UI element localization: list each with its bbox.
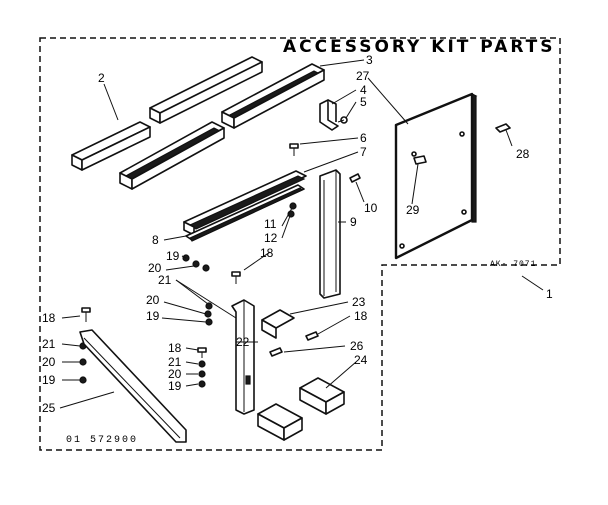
callout-26: 26 bbox=[350, 339, 364, 353]
callout-19-lower: 19 bbox=[168, 379, 182, 393]
callout-18-right: 18 bbox=[354, 309, 368, 323]
kit-boundary bbox=[39, 37, 561, 451]
callout-27: 27 bbox=[356, 69, 370, 83]
callout-labels: 1 2 3 27 4 5 6 7 28 29 10 9 11 12 8 18 1… bbox=[42, 53, 553, 415]
callout-19-top: 19 bbox=[166, 249, 180, 263]
callout-20-mid: 20 bbox=[146, 293, 160, 307]
callout-20-lower: 20 bbox=[168, 367, 182, 381]
callout-5: 5 bbox=[360, 95, 367, 109]
part-8-channel bbox=[185, 184, 305, 242]
callout-21-left: 21 bbox=[42, 337, 56, 351]
part-18-screw-right bbox=[305, 331, 319, 341]
callout-1: 1 bbox=[546, 287, 553, 301]
callout-20-top: 20 bbox=[148, 261, 162, 275]
callout-23: 23 bbox=[352, 295, 366, 309]
callout-11: 11 bbox=[264, 217, 277, 231]
callout-28: 28 bbox=[516, 147, 530, 161]
part-24-bracket bbox=[299, 377, 345, 415]
part-2-channel bbox=[71, 121, 151, 171]
callout-18-top: 18 bbox=[260, 246, 274, 260]
callout-18-left: 18 bbox=[42, 311, 56, 325]
callout-24: 24 bbox=[354, 353, 368, 367]
callout-8: 8 bbox=[152, 233, 159, 247]
diagram-title: ACCESSORY KIT PARTS bbox=[283, 37, 556, 57]
part-25-brace bbox=[79, 329, 187, 443]
part-6-screw bbox=[289, 143, 299, 156]
part-4-bracket bbox=[319, 99, 339, 131]
part-24-bracket bbox=[257, 403, 303, 441]
hardware-stack-mid bbox=[198, 360, 206, 388]
part-7-channel bbox=[183, 170, 307, 236]
callout-21-mid: 21 bbox=[168, 355, 182, 369]
part-18-screw-mid bbox=[197, 347, 207, 358]
callout-25: 25 bbox=[42, 401, 56, 415]
callout-4: 4 bbox=[360, 83, 367, 97]
callout-22: 22 bbox=[236, 335, 250, 349]
callout-12: 12 bbox=[264, 231, 278, 245]
part-21-nut bbox=[202, 264, 210, 272]
drawing-number: 01 572900 bbox=[66, 435, 138, 446]
callout-19-mid: 19 bbox=[146, 309, 160, 323]
part-26-screw bbox=[269, 347, 283, 357]
callout-18-mid: 18 bbox=[168, 341, 182, 355]
part-22-bracket bbox=[231, 299, 255, 415]
leader-lines bbox=[59, 59, 544, 409]
callout-20-left: 20 bbox=[42, 355, 56, 369]
part-3-channel bbox=[221, 63, 325, 129]
part-20-washer bbox=[192, 260, 200, 268]
part-29-screw bbox=[413, 155, 427, 165]
part-18-screw-lower bbox=[81, 307, 91, 322]
callout-9: 9 bbox=[350, 215, 357, 229]
callout-2: 2 bbox=[98, 71, 105, 85]
part-9-upright bbox=[319, 169, 341, 299]
callout-3: 3 bbox=[366, 53, 373, 67]
callout-21-top: 21 bbox=[158, 273, 172, 287]
callout-19-left: 19 bbox=[42, 373, 56, 387]
panel-code: AK- 7071 bbox=[490, 260, 536, 269]
callout-6: 6 bbox=[360, 131, 367, 145]
part-5-screw bbox=[337, 116, 348, 124]
part-3-channel bbox=[119, 121, 225, 190]
part-18-screw bbox=[231, 271, 241, 284]
part-27-panel bbox=[394, 92, 478, 260]
hardware-stack-lower-left bbox=[79, 342, 87, 384]
hardware-stack-upper bbox=[204, 302, 213, 326]
part-11-washer bbox=[289, 202, 297, 210]
callout-10: 10 bbox=[364, 201, 378, 215]
part-28-screw bbox=[495, 123, 511, 133]
part-2-channel bbox=[149, 56, 263, 124]
part-10-screw bbox=[349, 173, 361, 183]
callout-29: 29 bbox=[406, 203, 420, 217]
part-23-clip bbox=[261, 309, 295, 339]
callout-7: 7 bbox=[360, 145, 367, 159]
